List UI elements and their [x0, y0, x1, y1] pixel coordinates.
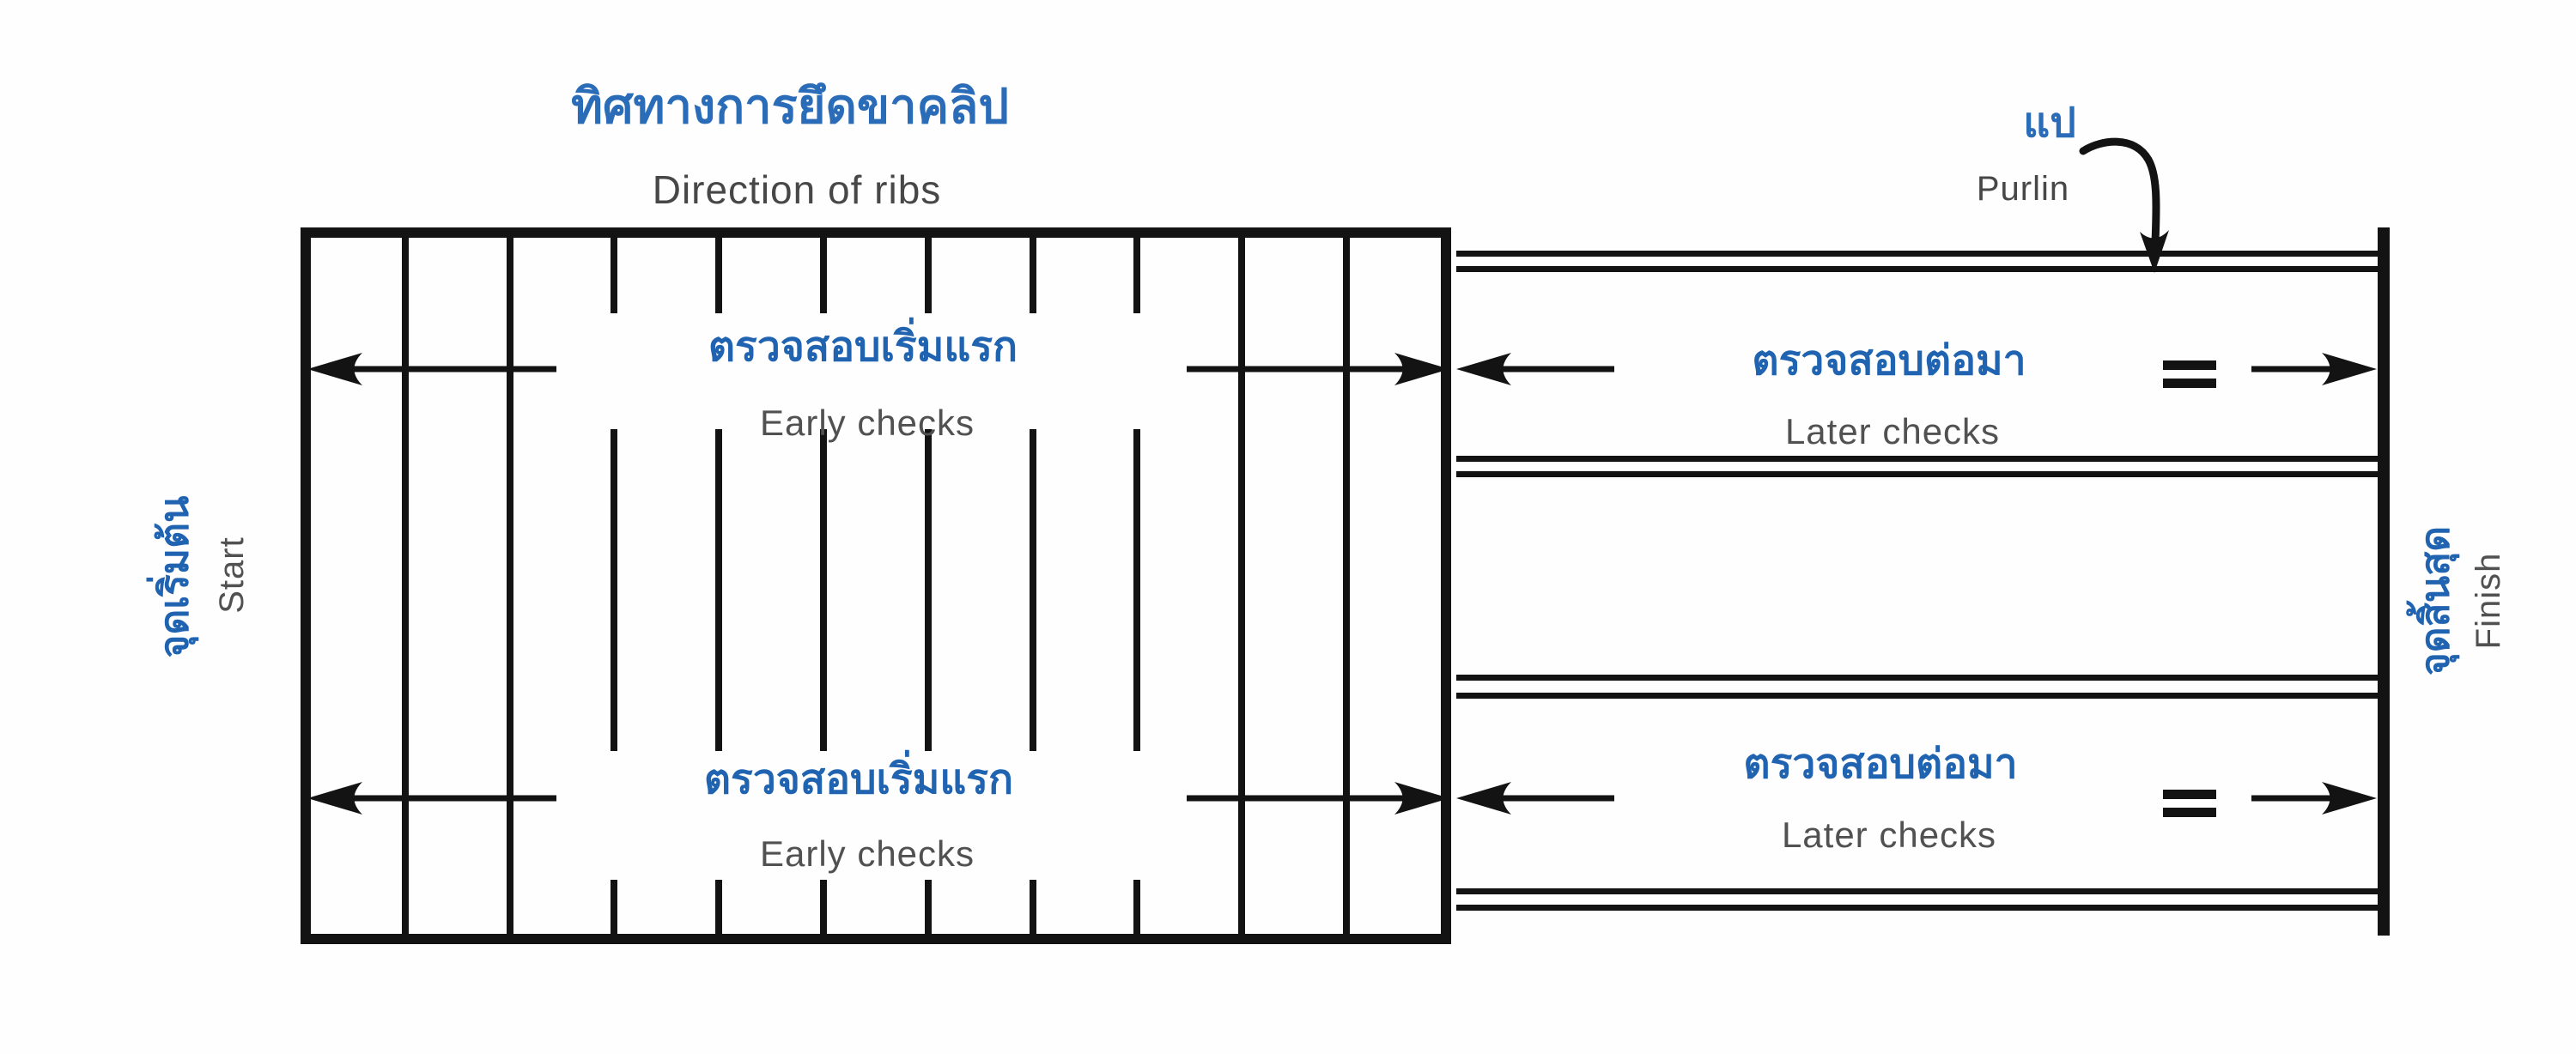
rib-line	[1343, 238, 1350, 934]
purlin-line	[1456, 471, 2379, 477]
rib-line	[402, 238, 409, 934]
purlin-line	[1456, 888, 2379, 894]
start-label-english: Start	[213, 536, 251, 614]
early-checks-bottom-english: Early checks	[759, 833, 975, 874]
later-checks-top-thai: ตรวจสอบต่อมา	[1752, 338, 2026, 384]
rib-line	[820, 880, 827, 934]
rib-line	[1238, 238, 1245, 934]
early-check-arrow-left-top-icon	[307, 353, 556, 385]
start-label-thai: จุดเริ่มต้น	[151, 495, 197, 658]
sheet-outline	[301, 227, 1451, 944]
rib-line	[1030, 429, 1036, 751]
rib-line	[715, 238, 722, 313]
rib-line	[715, 429, 722, 751]
rib-line	[925, 429, 932, 751]
purlin-line	[1456, 675, 2379, 681]
rib-line	[820, 429, 827, 751]
purlin-line	[1456, 251, 2379, 257]
early-check-arrow-right-bottom-icon	[1187, 782, 1449, 815]
early-check-arrow-right-top-icon	[1187, 353, 1449, 385]
early-check-arrow-left-bottom-icon	[307, 782, 556, 815]
rib-line	[611, 880, 617, 934]
rib-line	[1030, 880, 1036, 934]
purlin-callout-arrow-icon	[2079, 137, 2169, 273]
purlin-line	[1456, 693, 2379, 699]
early-checks-top-english: Early checks	[759, 403, 975, 443]
rib-line	[507, 238, 513, 934]
title-thai: ทิศทางการยึดขาคลิป	[571, 79, 1009, 133]
rib-line	[715, 880, 722, 934]
purlin-callout-english: Purlin	[1976, 170, 2070, 208]
rib-line	[820, 238, 827, 313]
finish-label-thai: จุดสิ้นสุด	[2412, 525, 2458, 676]
purlin-callout-thai: แป	[2023, 100, 2076, 146]
later-check-arrow-right-top-icon	[2251, 353, 2377, 385]
later-check-arrow-left-bottom-icon	[1456, 782, 1614, 815]
rib-line	[925, 238, 932, 313]
early-checks-bottom-thai: ตรวจสอบเริ่มแรก	[703, 757, 1014, 803]
rib-line	[1133, 880, 1140, 934]
later-checks-bottom-english: Later checks	[1781, 815, 1997, 855]
rib-line	[611, 238, 617, 313]
finish-label-english: Finish	[2470, 552, 2507, 650]
purlin-line	[1456, 456, 2379, 462]
early-checks-top-thai: ตรวจสอบเริ่มแรก	[708, 324, 1018, 370]
purlin-line	[1456, 905, 2379, 911]
rib-line	[1133, 238, 1140, 313]
rib-line	[611, 429, 617, 751]
later-checks-top-english: Later checks	[1784, 411, 2001, 451]
purlin-line	[1456, 266, 2379, 272]
finish-edge-line	[2378, 227, 2390, 936]
rib-line	[1133, 429, 1140, 751]
rib-line	[925, 880, 932, 934]
later-check-arrow-right-bottom-icon	[2251, 782, 2377, 815]
rib-line	[1030, 238, 1036, 313]
later-checks-bottom-thai: ตรวจสอบต่อมา	[1743, 742, 2018, 787]
later-check-arrow-left-top-icon	[1456, 353, 1614, 385]
title-english: Direction of ribs	[652, 167, 942, 212]
